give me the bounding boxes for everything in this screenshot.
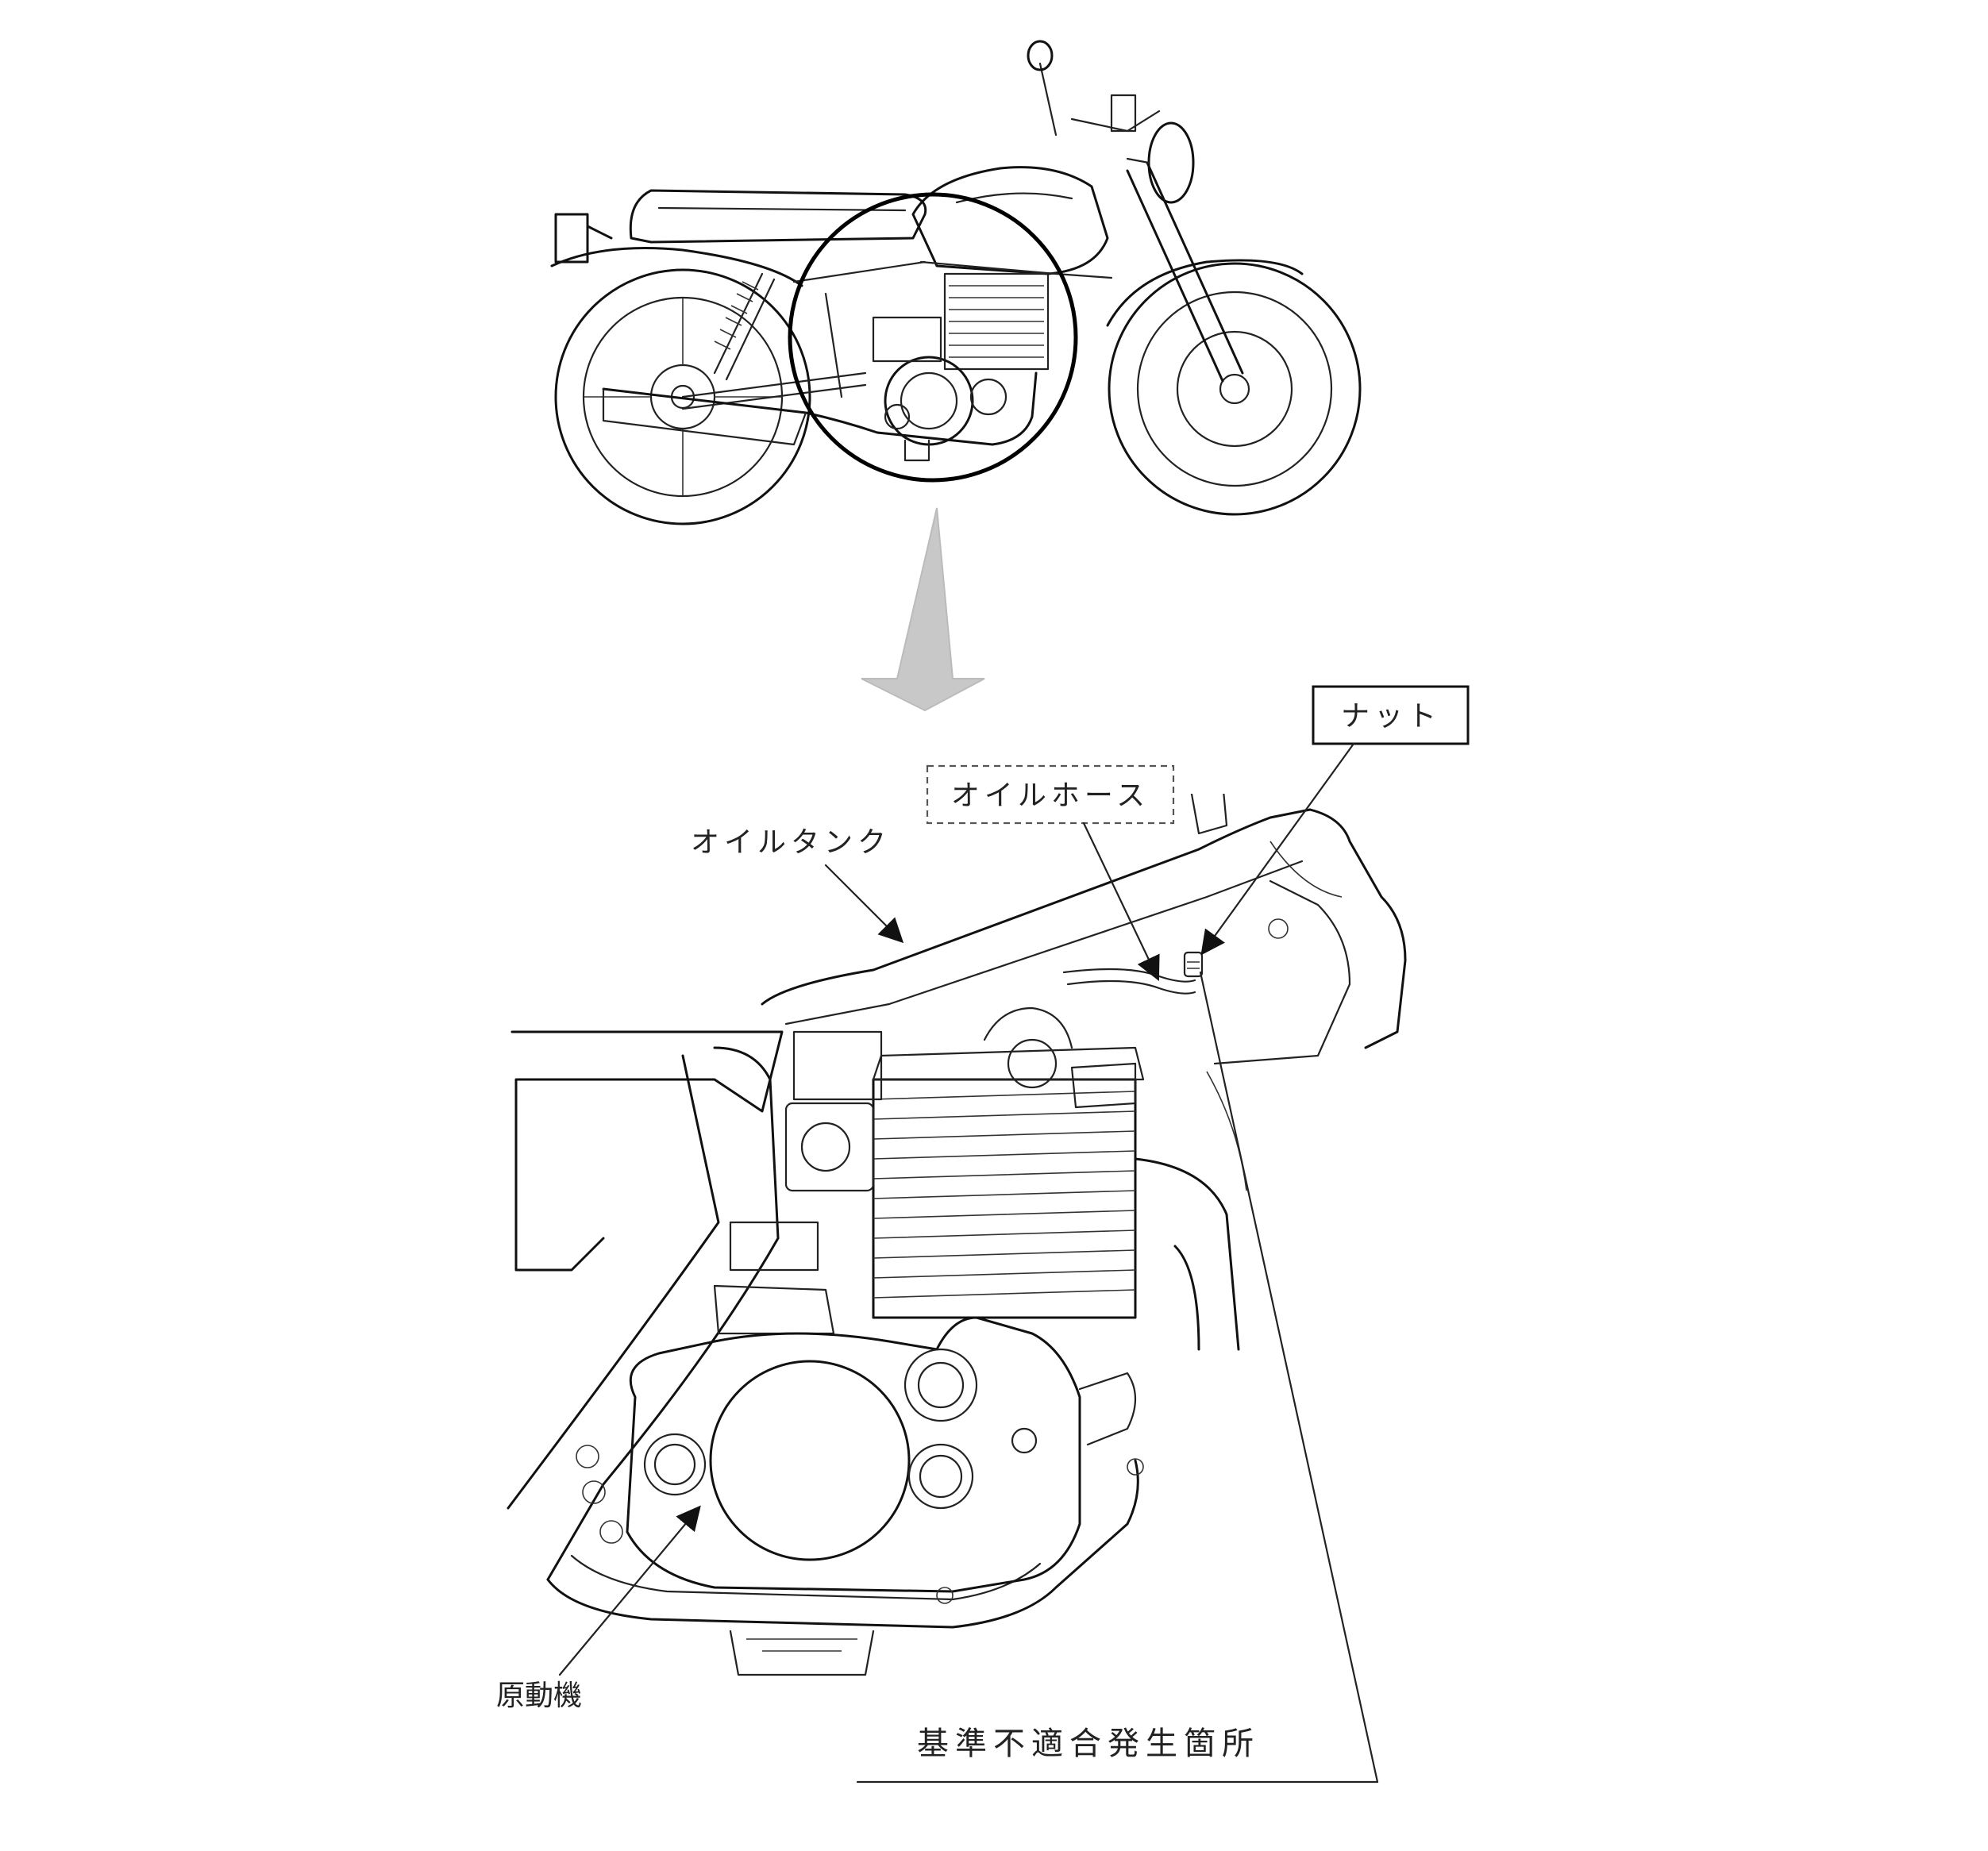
oil-tank-outline (761, 808, 1407, 1049)
exhaust-pipe (1134, 1157, 1240, 1351)
nut-label: ナット (1341, 700, 1441, 733)
carburetor (713, 1030, 883, 1335)
oil-hose-label: オイルホース (951, 779, 1150, 812)
frame-down-tube (546, 1046, 780, 1581)
oil-tank-label: オイルタンク (691, 826, 891, 859)
front-fork (1126, 161, 1244, 383)
motorcycle-overview (550, 40, 1362, 525)
mirror (1038, 62, 1058, 137)
oil-tank-callout: オイルタンク (691, 826, 904, 944)
generator-cover (709, 1360, 911, 1561)
oil-hose-callout: オイルホース (926, 764, 1175, 981)
nut (1183, 951, 1204, 978)
tail-light (554, 213, 613, 264)
oil-pan (729, 1630, 875, 1676)
engine-callout: 原動機 (496, 1505, 701, 1712)
exhaust (602, 371, 1038, 446)
engine-detail (507, 794, 1407, 1676)
headlight (1147, 121, 1195, 204)
defect-location-callout: 基準不適合発生箇所 (856, 971, 1379, 1784)
engine-overview (872, 272, 1050, 462)
crankcase (576, 1316, 1081, 1604)
front-wheel (1108, 262, 1362, 516)
zoom-arrow (861, 507, 985, 712)
rear-shock (713, 272, 776, 381)
fuel-tank (911, 166, 1109, 275)
nut-label-box (1312, 685, 1470, 745)
seat (629, 189, 927, 244)
frame (792, 260, 1113, 398)
nut-callout: ナット (1200, 685, 1470, 956)
rear-fender (550, 247, 803, 287)
handlebar (1070, 110, 1161, 133)
oil-hose-label-box (926, 764, 1175, 825)
defect-location-label: 基準不適合発生箇所 (917, 1726, 1260, 1762)
oil-hose (1062, 968, 1196, 995)
highlight-circle (788, 192, 1078, 483)
cylinder-fins (872, 1046, 1145, 1319)
side-panel (510, 1030, 784, 1272)
swing-arm (681, 371, 867, 410)
engine-label: 原動機 (496, 1680, 582, 1712)
front-fender (1106, 259, 1304, 327)
